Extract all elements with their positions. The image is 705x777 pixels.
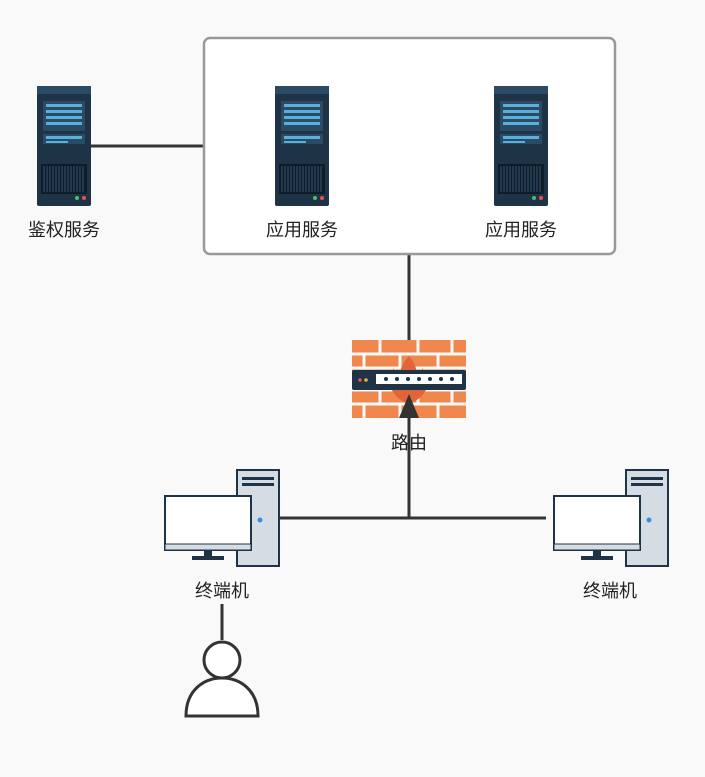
desktop-computer-icon[interactable] — [553, 469, 669, 567]
auth-server-label: 鉴权服务 — [28, 220, 100, 241]
app-server-2-label: 应用服务 — [485, 220, 557, 241]
connection-lines — [91, 144, 546, 640]
router-label: 路由 — [391, 433, 427, 454]
app-server-1-label: 应用服务 — [266, 220, 338, 241]
server-icon[interactable] — [274, 85, 330, 207]
server-icon[interactable] — [36, 85, 92, 207]
desktop-computer-icon[interactable] — [164, 469, 280, 567]
terminal-2-label: 终端机 — [583, 581, 637, 602]
server-icon[interactable] — [493, 85, 549, 207]
terminal-1-label: 终端机 — [195, 581, 249, 602]
arrow-head — [399, 394, 419, 418]
user-icon[interactable] — [184, 640, 260, 718]
